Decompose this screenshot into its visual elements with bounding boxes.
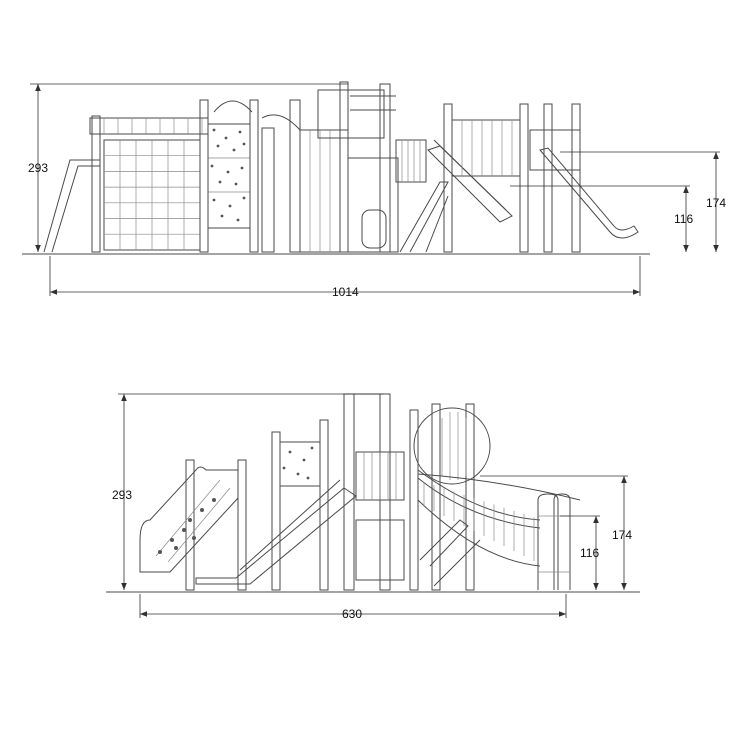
front-dimensions <box>30 83 720 296</box>
stair-and-slide <box>395 139 513 253</box>
side-height-low-label: 116 <box>580 546 599 560</box>
climbing-hold <box>310 446 314 450</box>
climbing-hold <box>174 546 178 550</box>
tower-structure <box>199 81 399 253</box>
side-height-overall-label: 293 <box>112 488 132 502</box>
climbing-hold <box>234 182 238 186</box>
front-height-overall-label: 293 <box>28 161 48 175</box>
rope-bridge <box>417 469 581 587</box>
climbing-hold <box>182 528 186 532</box>
climbing-hold <box>226 170 230 174</box>
climbing-hold <box>236 218 240 222</box>
climbing-hold <box>228 204 232 208</box>
climbing-hold <box>288 450 292 454</box>
right-tower <box>443 103 639 253</box>
front-width-label: 1014 <box>332 285 359 299</box>
climbing-hold <box>212 498 216 502</box>
side-width-label: 630 <box>342 607 362 621</box>
climbing-hold <box>224 136 228 140</box>
right-post-tower <box>537 493 571 590</box>
climbing-hold <box>188 518 192 522</box>
front-height-high-label: 174 <box>706 196 726 210</box>
overhead-ladder <box>89 117 209 135</box>
climbing-hold <box>212 128 216 132</box>
climbing-hold <box>212 198 216 202</box>
left-slide <box>139 459 357 591</box>
climbing-hold <box>158 550 162 554</box>
climbing-wall <box>207 123 251 229</box>
climbing-hold <box>296 472 300 476</box>
climbing-hold <box>242 142 246 146</box>
climbing-hold <box>242 196 246 200</box>
climbing-hold <box>238 130 242 134</box>
climbing-hold <box>218 180 222 184</box>
climbing-hold <box>170 538 174 542</box>
climbing-hold <box>232 148 236 152</box>
side-dimensions <box>118 393 628 618</box>
front-elevation: 293 174 116 1014 <box>22 81 726 299</box>
side-elevation: 293 174 116 630 <box>106 393 640 621</box>
climbing-hold <box>240 166 244 170</box>
center-tower <box>271 393 405 591</box>
climbing-hold <box>220 214 224 218</box>
climbing-hold <box>216 144 220 148</box>
climbing-hold <box>200 508 204 512</box>
climbing-net <box>43 115 201 253</box>
side-height-high-label: 174 <box>612 528 632 542</box>
climbing-hold <box>192 536 196 540</box>
wheel-tower <box>409 403 491 591</box>
climbing-hold <box>210 164 214 168</box>
climbing-hold <box>282 466 286 470</box>
climbing-hold <box>302 458 306 462</box>
front-height-low-label: 116 <box>674 212 693 226</box>
climbing-hold <box>306 476 310 480</box>
